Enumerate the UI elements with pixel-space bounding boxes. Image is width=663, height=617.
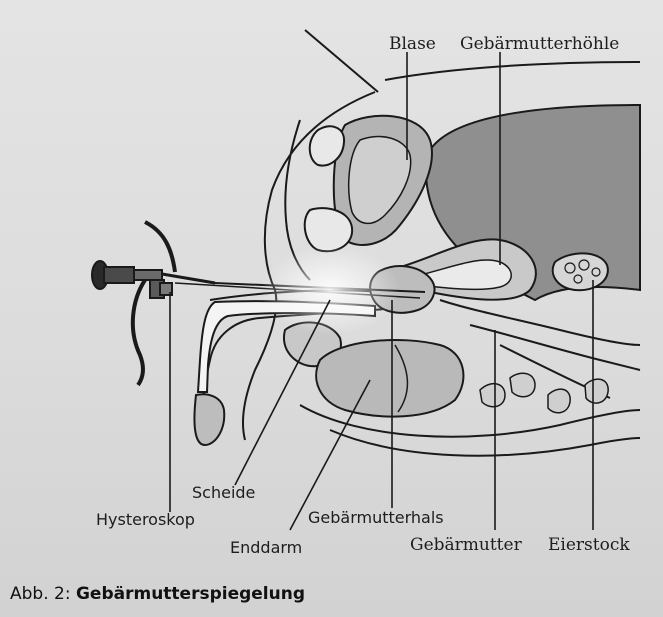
label-enddarm: Enddarm xyxy=(230,538,303,557)
rectum-body xyxy=(315,339,465,418)
label-blase: Blase xyxy=(389,34,436,54)
sacrum-segments xyxy=(479,372,609,414)
speculum-handle xyxy=(193,393,226,447)
figure-caption: Abb. 2: Gebärmutterspiegelung xyxy=(10,584,305,604)
ovary-follicles xyxy=(564,259,601,284)
rectum-fold xyxy=(394,344,409,413)
label-gebaermutterhoehle: Gebärmutterhöhle xyxy=(460,34,620,54)
leader-body xyxy=(304,29,379,93)
bladder-inner xyxy=(347,135,412,224)
pubic-bone xyxy=(303,125,354,253)
ovary xyxy=(551,252,609,292)
uterine-cavity-inner xyxy=(419,259,512,291)
leader-lines xyxy=(169,52,594,531)
label-gebaermutter: Gebärmutter xyxy=(410,535,522,555)
caption-title: Gebärmutterspiegelung xyxy=(75,584,306,604)
caption-prefix: Abb. 2: xyxy=(10,584,71,604)
label-gebaermutterhals: Gebärmutterhals xyxy=(308,508,444,527)
label-hysteroskop: Hysteroskop xyxy=(96,510,195,529)
hysteroscopy-diagram xyxy=(91,29,641,531)
label-scheide: Scheide xyxy=(192,483,256,502)
label-eierstock: Eierstock xyxy=(548,535,630,555)
light-glow xyxy=(260,245,400,335)
